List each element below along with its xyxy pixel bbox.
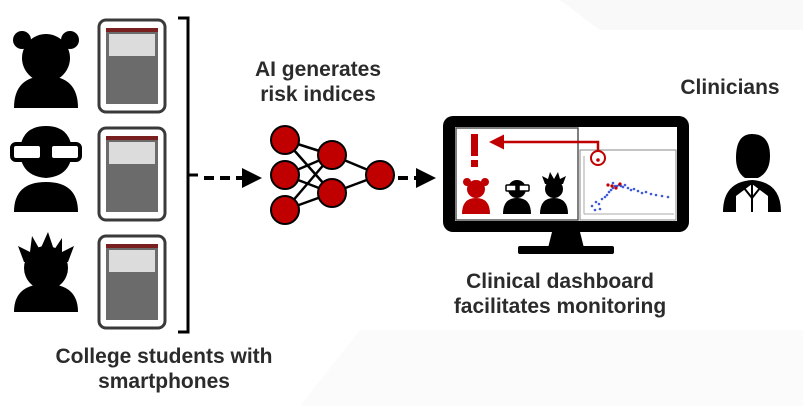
student-avatars <box>10 31 82 312</box>
dashboard-label-line2: facilitates monitoring <box>453 294 667 318</box>
smartphone-icon <box>97 18 167 114</box>
glasses-avatar-icon <box>10 126 82 212</box>
dashboard-spiky-avatar-icon <box>540 172 568 214</box>
exclamation-icon <box>471 134 478 167</box>
smartphone-icon <box>97 126 167 222</box>
clinician-icon <box>723 134 781 212</box>
bear-avatar-icon <box>13 31 79 108</box>
dashboard-screen <box>455 127 677 221</box>
spiky-hair-avatar-icon <box>14 232 78 312</box>
mini-scatter-plot <box>583 156 674 215</box>
dashboard-label: Clinical dashboard facilitates monitorin… <box>420 270 700 320</box>
ai-label-line2: risk indices <box>260 82 376 106</box>
highlighted-point-circle <box>590 150 606 166</box>
ai-label-line1: AI generates <box>254 58 382 81</box>
dashboard-label-line1: Clinical dashboard <box>466 270 654 293</box>
clinicians-label: Clinicians <box>660 76 800 101</box>
students-label: College students with smartphones <box>14 345 314 395</box>
neural-network-icon <box>270 125 395 225</box>
dashboard-glasses-avatar-icon <box>503 180 531 214</box>
alert-link-arrow <box>489 134 600 152</box>
grouping-bracket <box>178 16 198 334</box>
background-shapes <box>300 0 803 406</box>
smartphone-icon <box>97 234 167 330</box>
dashboard-bear-avatar-icon <box>462 178 490 214</box>
ai-label: AI generates risk indices <box>228 58 408 108</box>
students-label-line1: College students with <box>55 345 273 368</box>
clinicians-label-text: Clinicians <box>680 76 780 99</box>
students-label-line2: smartphones <box>98 369 230 393</box>
smartphones <box>97 18 167 330</box>
